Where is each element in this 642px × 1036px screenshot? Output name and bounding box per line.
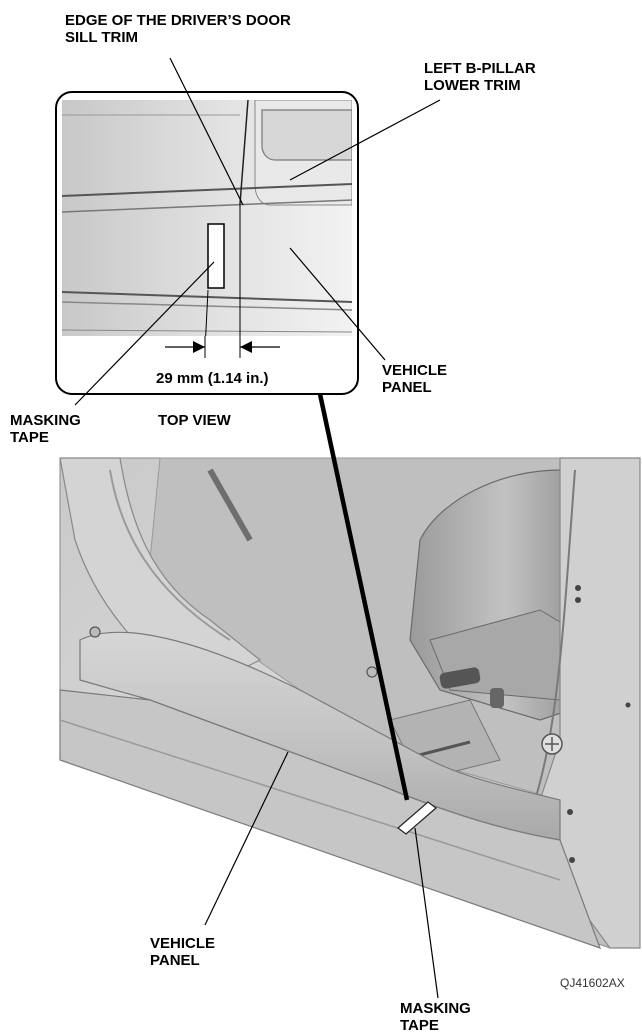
a-pillar <box>59 457 262 691</box>
label-vehicle-panel-bottom: VEHICLE PANEL <box>150 935 215 969</box>
label-b-pillar-lower-trim: LEFT B-PILLAR LOWER TRIM <box>424 60 536 94</box>
vehicle-panel-rocker <box>59 689 602 949</box>
label-vehicle-panel-bottom-line1: VEHICLE <box>150 935 216 952</box>
leader-masking-tape-top <box>74 261 215 406</box>
label-masking-tape-top-line2: TAPE <box>10 429 49 446</box>
label-masking-tape-bottom: MASKING TAPE <box>400 1000 471 1034</box>
label-edge-line2: SILL TRIM <box>65 29 139 46</box>
leader-masking-tape-bottom <box>414 827 439 999</box>
label-edge-of-sill-trim: EDGE OF THE DRIVER’S DOOR SILL TRIM <box>65 12 291 46</box>
leader-vehicle-panel-bottom <box>204 751 289 926</box>
inset-connector <box>317 393 410 801</box>
masking-tape-on-vehicle <box>397 801 437 835</box>
dimension-arrows <box>165 336 280 358</box>
label-bpillar-line2: LOWER TRIM <box>424 77 521 94</box>
leader-b-pillar-trim <box>289 99 441 181</box>
label-vehicle-panel-top-line1: VEHICLE <box>382 362 448 379</box>
leader-edge-sill-trim <box>169 57 244 206</box>
label-measurement: 29 mm (1.14 in.) <box>156 370 269 387</box>
masking-tape-inset <box>207 223 225 289</box>
label-bpillar-line1: LEFT B-PILLAR <box>424 60 536 77</box>
label-masking-tape-top-line1: MASKING <box>10 412 81 429</box>
label-masking-tape-bottom-line2: TAPE <box>400 1017 439 1034</box>
top-view-inset <box>55 91 359 395</box>
label-top-view: TOP VIEW <box>158 412 231 429</box>
label-masking-tape-top: MASKING TAPE <box>10 412 81 446</box>
label-vehicle-panel-top: VEHICLE PANEL <box>382 362 447 396</box>
figure-code: QJ41602AX <box>560 976 625 990</box>
leader-vehicle-panel-top <box>289 247 386 361</box>
label-vehicle-panel-top-line2: PANEL <box>382 379 432 396</box>
leader-lines <box>74 57 441 999</box>
vehicle-door-opening-illustration <box>59 457 641 949</box>
label-masking-tape-bottom-line1: MASKING <box>400 1000 471 1017</box>
label-edge-line1: EDGE OF THE DRIVER’S DOOR <box>65 12 291 29</box>
label-vehicle-panel-bottom-line2: PANEL <box>150 952 200 969</box>
